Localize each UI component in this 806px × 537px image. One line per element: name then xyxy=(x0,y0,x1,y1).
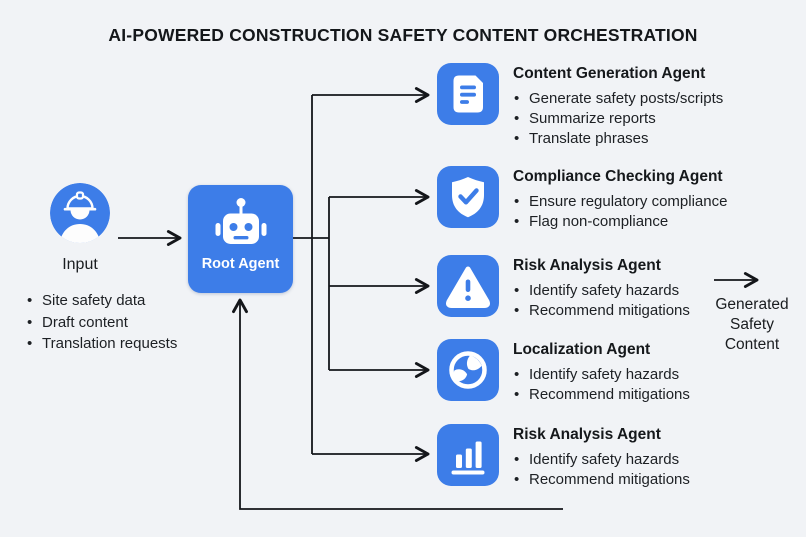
robot-icon xyxy=(215,198,266,244)
agent-bullet: Recommend mitigations xyxy=(513,385,793,405)
shield-check-icon xyxy=(437,166,499,228)
agent-bullet: Identify safety hazards xyxy=(513,281,793,301)
output-label: Generated Safety Content xyxy=(702,295,802,355)
warning-triangle-icon xyxy=(437,255,499,317)
input-item: Translation requests xyxy=(26,333,216,355)
root-agent-label: Root Agent xyxy=(201,256,280,272)
agent-title: Risk Analysis Agent xyxy=(513,257,661,274)
agent-bullet: Generate safety posts/scripts xyxy=(513,89,793,109)
bar-chart-icon xyxy=(437,424,499,486)
agent-card-risk-analysis: Risk Analysis Agent Identify safety haza… xyxy=(437,255,793,321)
root-agent-box: Root Agent xyxy=(188,185,293,293)
agent-bullet-list: Generate safety posts/scripts Summarize … xyxy=(513,89,793,149)
page-title: AI-POWERED CONSTRUCTION SAFETY CONTENT O… xyxy=(108,25,698,45)
agent-bullet: Identify safety hazards xyxy=(513,365,793,385)
output-line: Safety xyxy=(730,316,774,333)
agent-bullet: Identify safety hazards xyxy=(513,450,793,470)
construction-worker-icon xyxy=(50,183,110,243)
agent-card-localization: Localization Agent Identify safety hazar… xyxy=(437,339,793,405)
agent-bullet: Ensure regulatory compliance xyxy=(513,192,793,212)
agent-title: Risk Analysis Agent xyxy=(513,426,661,443)
agent-bullet: Recommend mitigations xyxy=(513,301,793,321)
agent-title: Compliance Checking Agent xyxy=(513,168,723,185)
agent-card-content-generation: Content Generation Agent Generate safety… xyxy=(437,63,793,149)
agent-card-compliance-checking: Compliance Checking Agent Ensure regulat… xyxy=(437,166,793,232)
agent-title: Localization Agent xyxy=(513,341,651,358)
globe-icon xyxy=(437,339,499,401)
agent-bullet: Translate phrases xyxy=(513,129,793,149)
agent-bullet-list: Identify safety hazards Recommend mitiga… xyxy=(513,365,793,405)
agent-card-risk-analysis-2: Risk Analysis Agent Identify safety haza… xyxy=(437,424,793,490)
agent-title: Content Generation Agent xyxy=(513,65,706,82)
input-list: Site safety data Draft content Translati… xyxy=(26,290,216,355)
input-label: Input xyxy=(62,256,98,273)
agent-bullet: Flag non-compliance xyxy=(513,212,793,232)
agent-bullet-list: Identify safety hazards Recommend mitiga… xyxy=(513,281,793,321)
agent-bullet: Summarize reports xyxy=(513,109,793,129)
output-line: Generated xyxy=(715,296,789,313)
agent-bullet-list: Identify safety hazards Recommend mitiga… xyxy=(513,450,793,490)
document-icon xyxy=(437,63,499,125)
input-item: Draft content xyxy=(26,312,216,334)
input-item: Site safety data xyxy=(26,290,216,312)
output-line: Content xyxy=(724,336,780,353)
agent-bullet: Recommend mitigations xyxy=(513,470,793,490)
agent-bullet-list: Ensure regulatory compliance Flag non-co… xyxy=(513,192,793,232)
